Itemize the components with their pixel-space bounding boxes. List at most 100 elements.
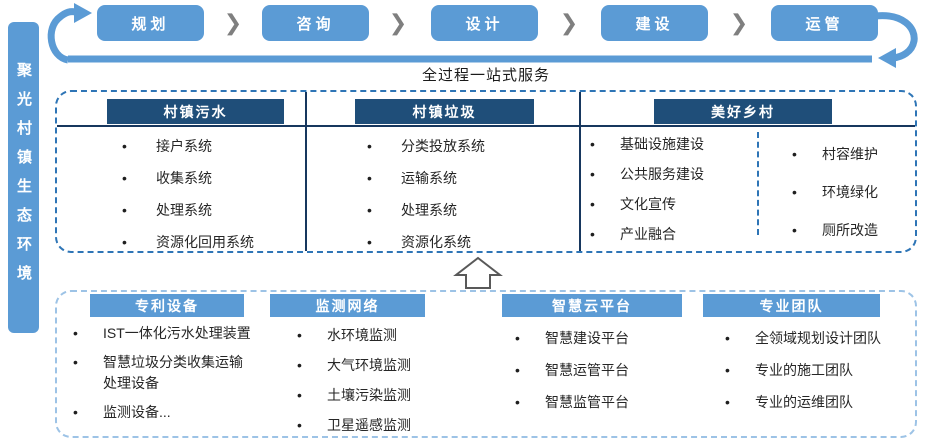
section-header-sewage: 村镇污水 — [107, 99, 284, 124]
list-item: •专业的运维团队 — [725, 392, 881, 413]
section-header-village: 美好乡村 — [654, 99, 832, 124]
list-item: •环境绿化 — [792, 182, 878, 203]
bullet-icon: • — [367, 202, 372, 218]
village-right-list: •村容维护 •环境绿化 •厕所改造 — [792, 144, 878, 241]
list-item: •产业融合 — [590, 224, 704, 245]
flow-step-label: 规划 — [131, 15, 170, 33]
list-item: •处理系统 — [367, 200, 485, 221]
list-item: •卫星遥感监测 — [297, 415, 411, 436]
bullet-icon: • — [122, 138, 127, 154]
bullet-icon: • — [297, 327, 302, 343]
list-item: •厕所改造 — [792, 220, 878, 241]
services-header-divider — [57, 125, 915, 127]
list-item: •基础设施建设 — [590, 134, 704, 155]
bullet-icon: • — [73, 404, 78, 420]
bullet-icon: • — [297, 417, 302, 433]
cloud-platform-list: •智慧建设平台 •智慧运管平台 •智慧监管平台 — [515, 328, 629, 413]
bullet-icon: • — [367, 234, 372, 250]
list-item: •智慧监管平台 — [515, 392, 629, 413]
flow-step-label: 运管 — [805, 15, 844, 33]
bullet-icon: • — [122, 170, 127, 186]
team-list: •全领域规划设计团队 •专业的施工团队 •专业的运维团队 — [725, 328, 881, 413]
bullet-icon: • — [792, 184, 797, 200]
village-subcolumn-divider — [757, 132, 759, 235]
chevron-right-icon: ❯ — [223, 10, 243, 35]
section-header-team: 专业团队 — [703, 294, 880, 317]
services-panel: 村镇污水 村镇垃圾 美好乡村 •接户系统 •收集系统 •处理系统 •资源化回用系… — [55, 90, 917, 253]
list-item: •收集系统 — [122, 168, 254, 189]
bullet-icon: • — [590, 136, 595, 152]
bullet-icon: • — [792, 222, 797, 238]
section-header-cloud: 智慧云平台 — [502, 294, 682, 317]
cycle-right-curl — [874, 12, 918, 62]
bullet-icon: • — [367, 138, 372, 154]
bullet-icon: • — [725, 394, 730, 410]
bullet-icon: • — [725, 330, 730, 346]
list-item: •接户系统 — [122, 136, 254, 157]
bullet-icon: • — [515, 394, 520, 410]
bullet-icon: • — [73, 325, 78, 341]
bullet-icon: • — [725, 362, 730, 378]
sewage-list: •接户系统 •收集系统 •处理系统 •资源化回用系统 — [122, 136, 254, 253]
bullet-icon: • — [590, 166, 595, 182]
services-column-divider — [579, 92, 581, 251]
list-item: •处理系统 — [122, 200, 254, 221]
flow-step-label: 咨询 — [296, 15, 335, 33]
section-header-garbage: 村镇垃圾 — [355, 99, 534, 124]
bullet-icon: • — [515, 330, 520, 346]
bullet-icon: • — [515, 362, 520, 378]
list-item: •大气环境监测 — [297, 355, 411, 376]
list-item: •资源化回用系统 — [122, 232, 254, 253]
bullet-icon: • — [792, 146, 797, 162]
list-item: •资源化系统 — [367, 232, 485, 253]
brand-label: 聚光村镇生态环境 — [15, 61, 32, 294]
flow-caption: 全过程一站式服务 — [421, 67, 550, 84]
up-arrow-icon — [453, 256, 503, 289]
section-header-monitoring: 监测网络 — [270, 294, 425, 317]
bullet-icon: • — [122, 234, 127, 250]
monitoring-list: •水环境监测 •大气环境监测 •土壤污染监测 •卫星遥感监测 — [297, 325, 411, 436]
flow-step-label: 建设 — [635, 15, 674, 33]
bullet-icon: • — [297, 387, 302, 403]
list-item: •监测设备... — [73, 402, 273, 423]
bullet-icon: • — [367, 170, 372, 186]
chevron-right-icon: ❯ — [559, 10, 579, 35]
list-item: •分类投放系统 — [367, 136, 485, 157]
cycle-left-arrowhead-icon — [74, 3, 92, 23]
list-item: •水环境监测 — [297, 325, 411, 346]
list-item: •运输系统 — [367, 168, 485, 189]
chevron-right-icon: ❯ — [388, 10, 408, 35]
list-item: •全领域规划设计团队 — [725, 328, 881, 349]
flow-step-construction: 建设 — [601, 5, 708, 41]
flow-step-label: 设计 — [465, 15, 504, 33]
cycle-arrow-graphic — [47, 3, 918, 68]
bullet-icon: • — [297, 357, 302, 373]
list-item: •智慧建设平台 — [515, 328, 629, 349]
bullet-icon: • — [590, 226, 595, 242]
section-header-equipment: 专利设备 — [90, 294, 244, 317]
equipment-list: •IST一体化污水处理装置 •智慧垃圾分类收集运输处理设备 •监测设备... — [73, 323, 273, 423]
flow-step-design: 设计 — [431, 5, 538, 41]
garbage-list: •分类投放系统 •运输系统 •处理系统 •资源化系统 — [367, 136, 485, 253]
list-item: •专业的施工团队 — [725, 360, 881, 381]
brand-vertical-bar: 聚光村镇生态环境 — [8, 22, 39, 333]
capabilities-panel: 专利设备 监测网络 智慧云平台 专业团队 •IST一体化污水处理装置 •智慧垃圾… — [55, 290, 917, 438]
chevron-right-icon: ❯ — [729, 10, 749, 35]
list-item: •公共服务建设 — [590, 164, 704, 185]
list-item: •IST一体化污水处理装置 — [73, 323, 273, 344]
list-item: •智慧运管平台 — [515, 360, 629, 381]
list-item: •村容维护 — [792, 144, 878, 165]
list-item: •智慧垃圾分类收集运输处理设备 — [73, 354, 243, 391]
bullet-icon: • — [590, 196, 595, 212]
bullet-icon: • — [73, 354, 78, 370]
bullet-icon: • — [122, 202, 127, 218]
cycle-left-curl — [47, 8, 77, 64]
services-column-divider — [305, 92, 307, 251]
cycle-right-arrowhead-icon — [878, 48, 896, 68]
village-left-list: •基础设施建设 •公共服务建设 •文化宣传 •产业融合 — [590, 134, 704, 245]
list-item: •土壤污染监测 — [297, 385, 411, 406]
flow-step-consulting: 咨询 — [262, 5, 369, 41]
flow-step-planning: 规划 — [97, 5, 204, 41]
list-item: •文化宣传 — [590, 194, 704, 215]
